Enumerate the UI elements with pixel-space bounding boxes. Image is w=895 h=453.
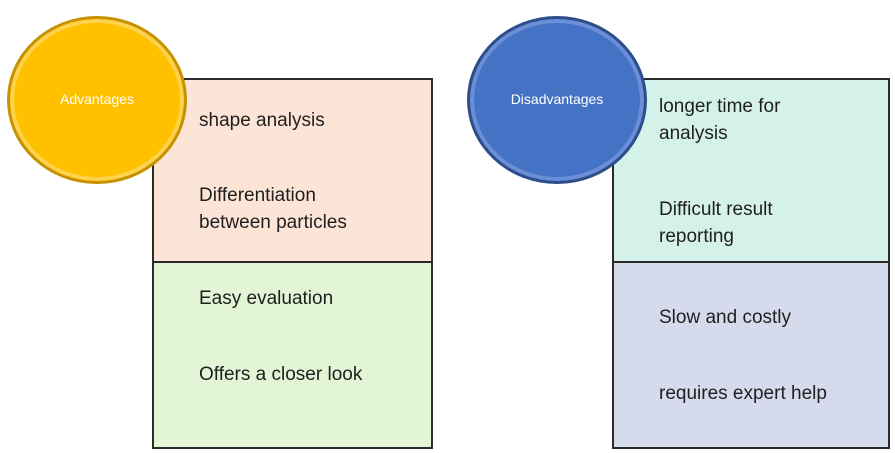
disadvantages-box-2: [612, 261, 890, 449]
disadvantages-item-1: longer time for analysis: [659, 96, 781, 144]
advantages-item-2: Differentiation between particles: [199, 185, 347, 233]
advantages-item-3: Easy evaluation: [199, 288, 334, 309]
disadvantages-item-2: Difficult result reporting: [659, 199, 773, 247]
advantages-title: Advantages: [60, 91, 134, 107]
disadvantages-item-4: requires expert help: [659, 383, 827, 404]
disadvantages-item-3: Slow and costly: [659, 307, 792, 328]
advantages-circle: Advantages: [7, 16, 187, 184]
advantages-box-1: [152, 78, 433, 263]
disadvantages-circle: Disadvantages: [467, 16, 647, 184]
advantages-item-1: shape analysis: [199, 110, 325, 131]
advantages-item-4: Offers a closer look: [199, 364, 363, 385]
advantages-box-2: [152, 261, 433, 449]
disadvantages-title: Disadvantages: [510, 91, 604, 107]
